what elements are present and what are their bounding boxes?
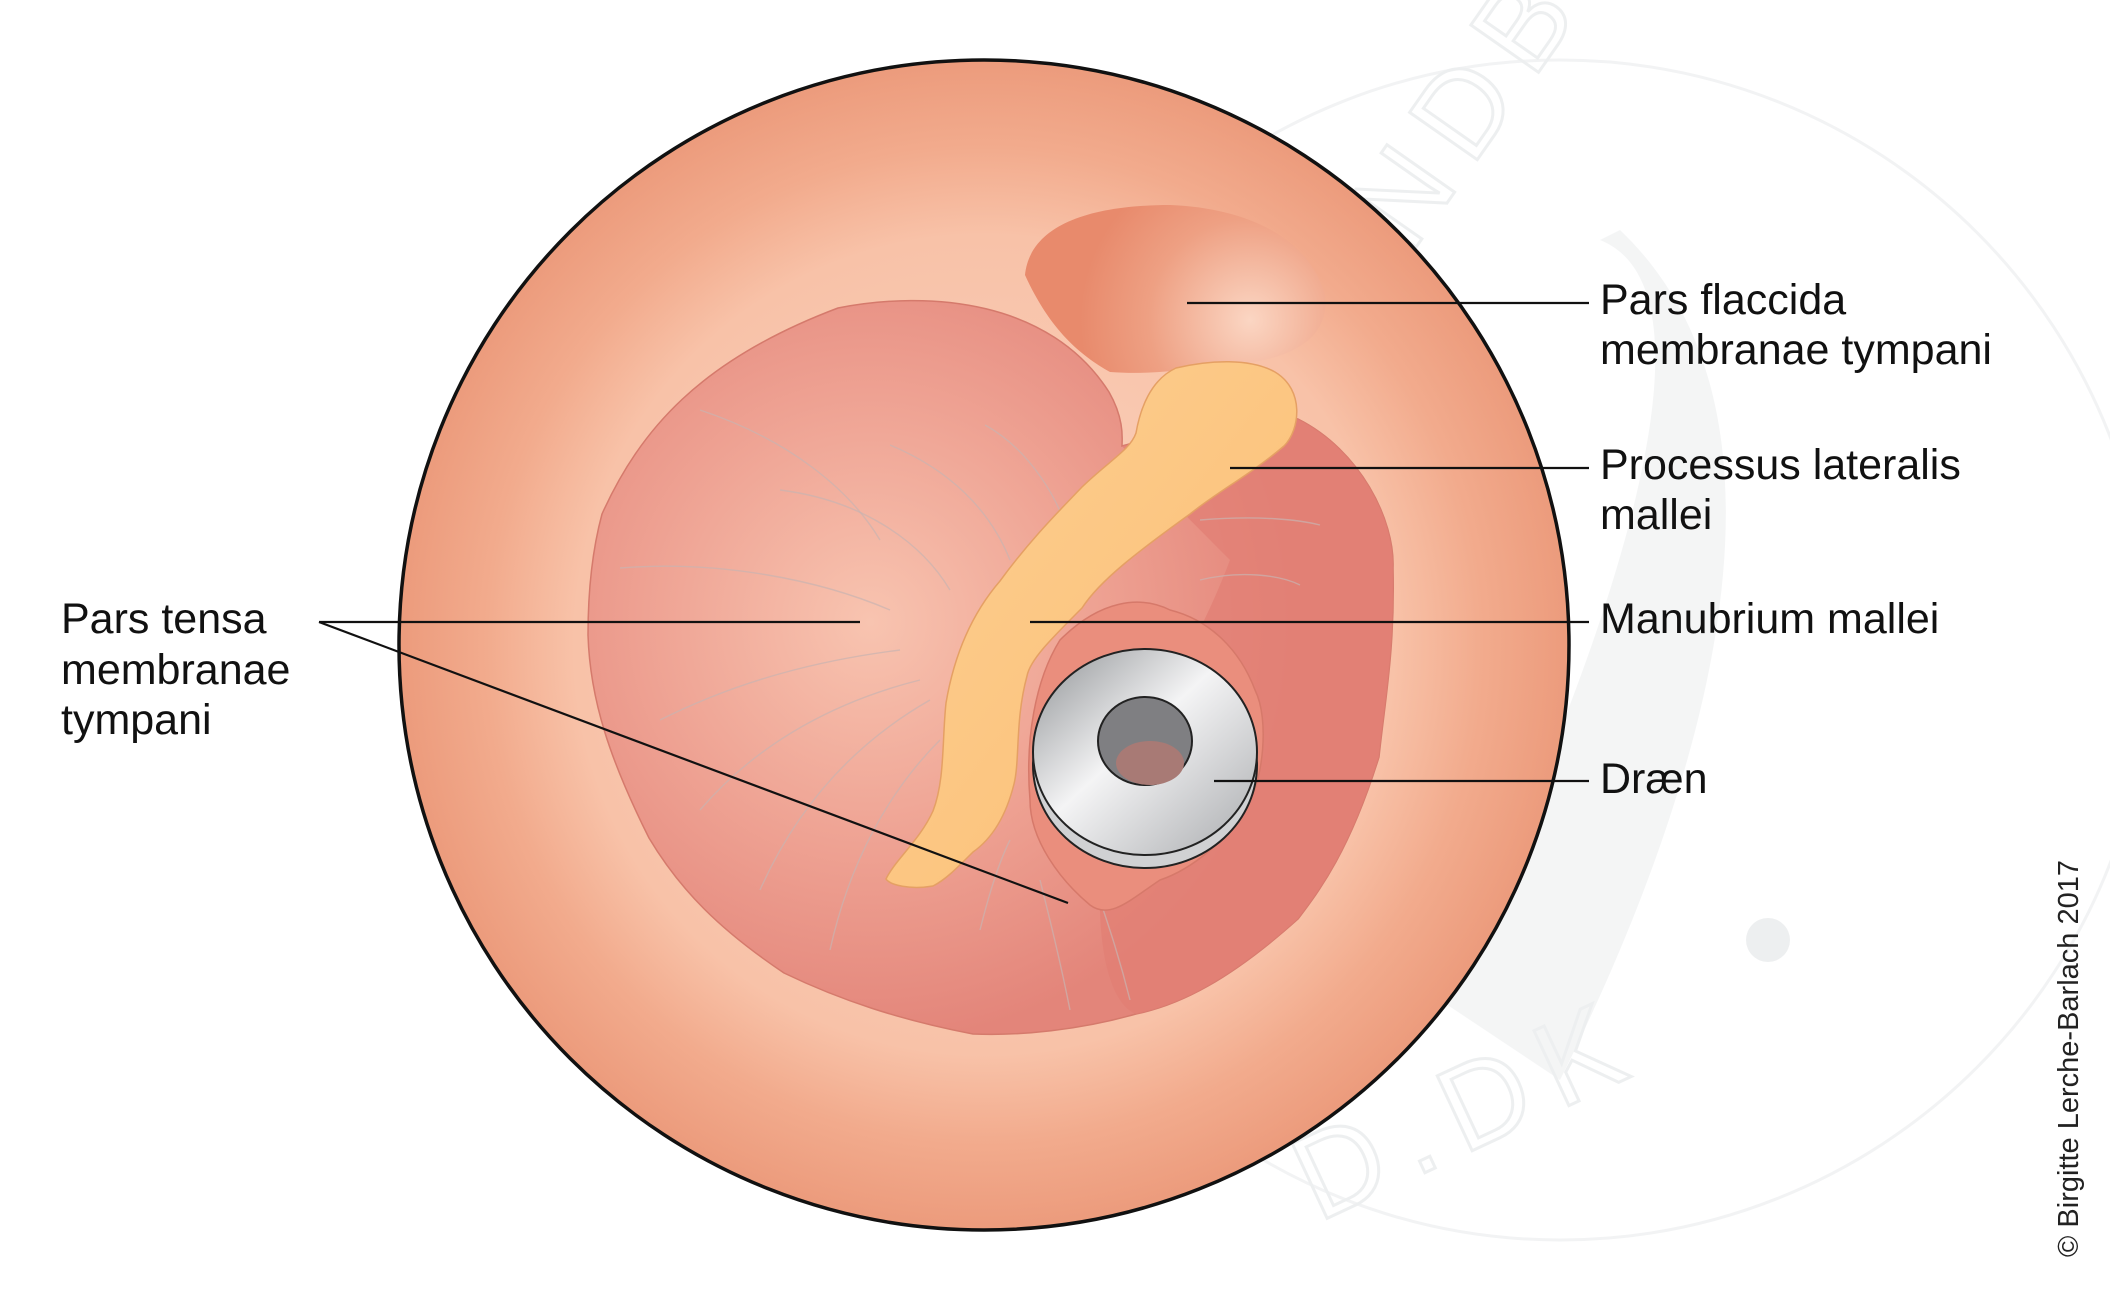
copyright-text: © Birgitte Lerche-Barlach 2017 — [2053, 860, 2085, 1257]
label-pars-flaccida: Pars flaccida membranae tympani — [1600, 276, 1992, 374]
label-pars-tensa: Pars tensa membranae tympani — [61, 595, 302, 744]
malleus-shape — [885, 360, 1298, 889]
label-processus-lateralis: Processus lateralis mallei — [1600, 441, 1973, 539]
leader-lines — [318, 301, 1589, 905]
drain-tube — [1032, 648, 1258, 869]
label-draen: Dræn — [1600, 755, 1708, 803]
label-manubrium-mallei: Manubrium mallei — [1600, 595, 1939, 643]
pars-flaccida-shape — [1025, 205, 1326, 373]
